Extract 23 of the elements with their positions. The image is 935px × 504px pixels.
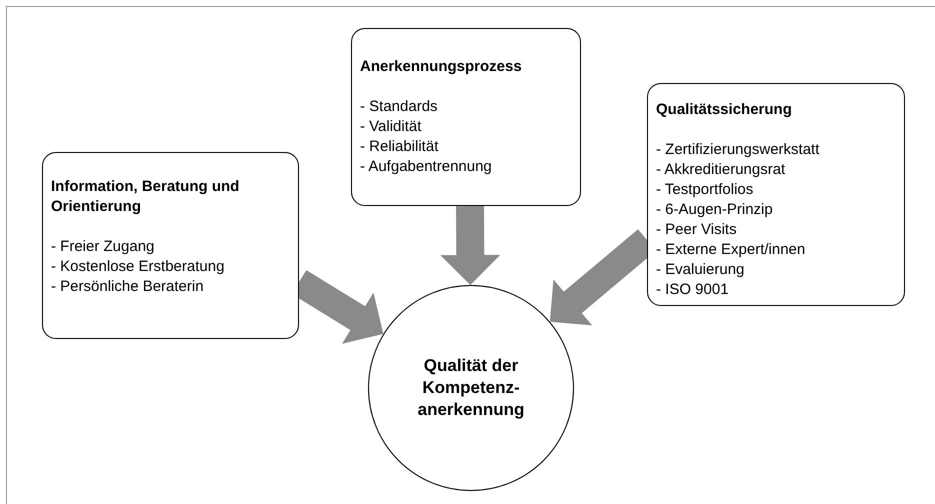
list-item: - Standards (360, 97, 439, 117)
list-item: - Evaluierung (656, 260, 746, 280)
box-heading: Information, Beratung und Orientierung (51, 177, 240, 217)
block-arrow (440, 206, 500, 285)
box-heading: Qualität der Kompetenz- anerkennung (416, 355, 526, 421)
list-item: - Peer Visits (656, 220, 738, 240)
list-item: - ISO 9001 (656, 280, 730, 300)
list-item: - Akkreditierungsrat (656, 160, 786, 180)
box-heading: Anerkennungsprozess (360, 57, 523, 77)
list-item: - Aufgabentrennung (360, 157, 493, 177)
list-item: - 6-Augen-Prinzip (656, 200, 774, 220)
list-item: - Zertifizierungswerkstatt (656, 140, 820, 160)
text-box (647, 83, 905, 306)
text-box (42, 152, 299, 339)
list-item: - Persönliche Beraterin (51, 277, 205, 297)
list-item: - Externe Expert/innen (656, 240, 806, 260)
list-item: - Kostenlose Erstberatung (51, 257, 226, 277)
box-heading: Qualitätssicherung (656, 100, 793, 120)
list-item: - Freier Zugang (51, 237, 156, 257)
list-item: - Testportfolios (656, 180, 754, 200)
text-box (351, 28, 581, 206)
list-item: - Reliabilität (360, 137, 440, 157)
list-item: - Validität (360, 117, 422, 137)
